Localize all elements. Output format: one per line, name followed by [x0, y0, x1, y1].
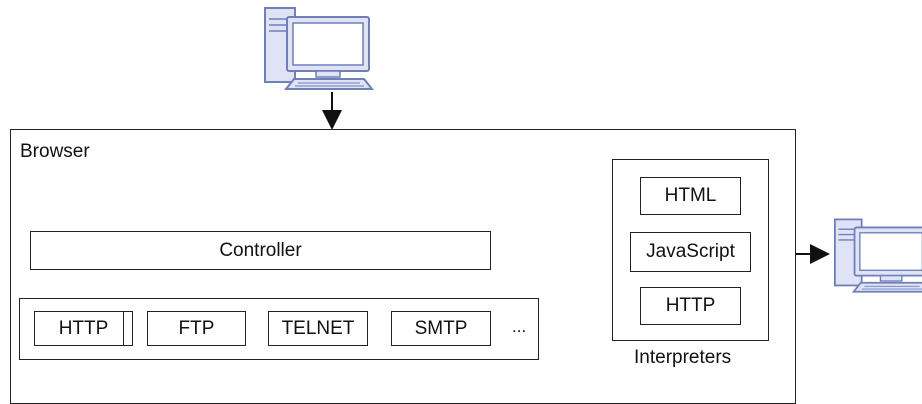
interpreter-http-label: HTTP	[665, 295, 716, 316]
protocol-ftp-box: FTP	[147, 311, 246, 346]
protocol-http-label: HTTP	[58, 317, 109, 339]
interpreter-javascript-box: JavaScript	[630, 232, 751, 272]
protocol-http-divider	[123, 311, 124, 346]
protocol-ftp-label: FTP	[178, 317, 215, 339]
interpreter-javascript-label: JavaScript	[646, 241, 735, 262]
protocol-telnet-label: TELNET	[281, 317, 355, 339]
protocol-http-box: HTTP	[34, 311, 133, 346]
client-computer-icon	[264, 7, 375, 90]
controller-label: Controller	[219, 239, 302, 261]
interpreters-label: Interpreters	[634, 347, 732, 368]
interpreter-http-box: HTTP	[640, 287, 741, 325]
protocol-telnet-box: TELNET	[268, 311, 368, 346]
interpreter-html-label: HTML	[664, 185, 717, 206]
protocol-smtp-box: SMTP	[391, 311, 491, 346]
protocol-smtp-label: SMTP	[414, 317, 468, 339]
controller-box: Controller	[30, 231, 491, 270]
interpreter-html-box: HTML	[640, 177, 741, 215]
server-computer-icon	[834, 218, 922, 293]
protocols-more-ellipsis: ...	[512, 317, 527, 336]
browser-label: Browser	[20, 141, 90, 162]
